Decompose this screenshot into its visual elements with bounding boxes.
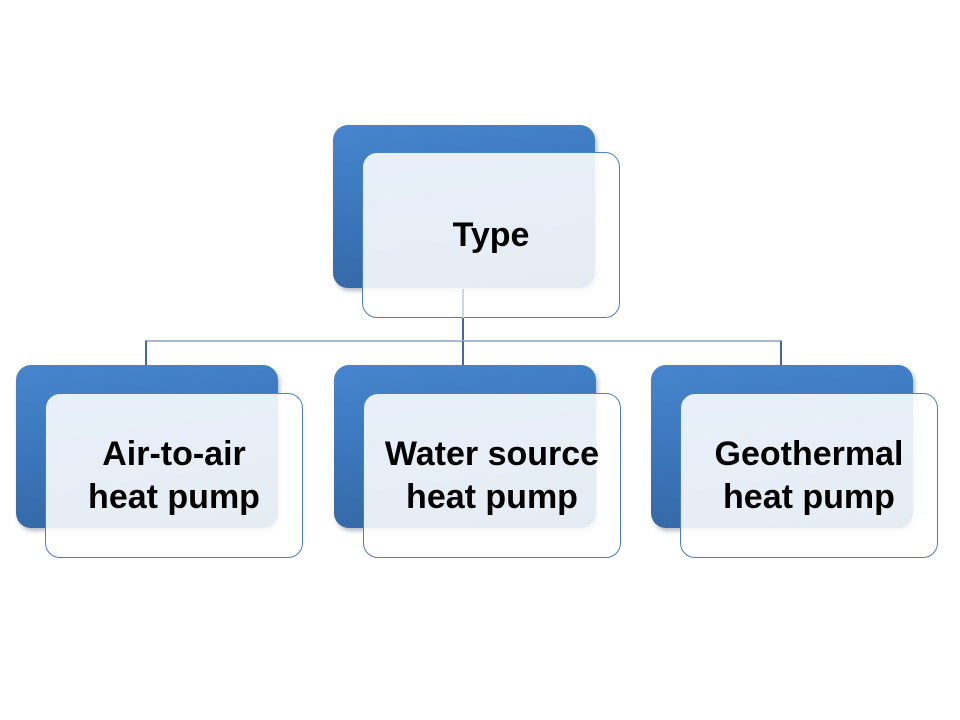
connector-drop-center [462,341,464,365]
node-water-source-card: Water source heat pump [363,393,621,558]
node-label: Type [452,215,530,254]
connector-root-stub [462,318,464,342]
node-label: Geothermal heat pump [714,434,904,516]
node-air-to-air-card: Air-to-air heat pump [45,393,303,558]
node-root-card: Type [362,152,620,318]
node-geothermal-card: Geothermal heat pump [680,393,938,558]
node-label: Water source heat pump [384,434,600,516]
connector-drop-right [780,341,782,365]
node-label: Air-to-air heat pump [88,434,260,516]
connector-root-stub-through-shape [462,289,464,318]
connector-drop-left [145,341,147,365]
